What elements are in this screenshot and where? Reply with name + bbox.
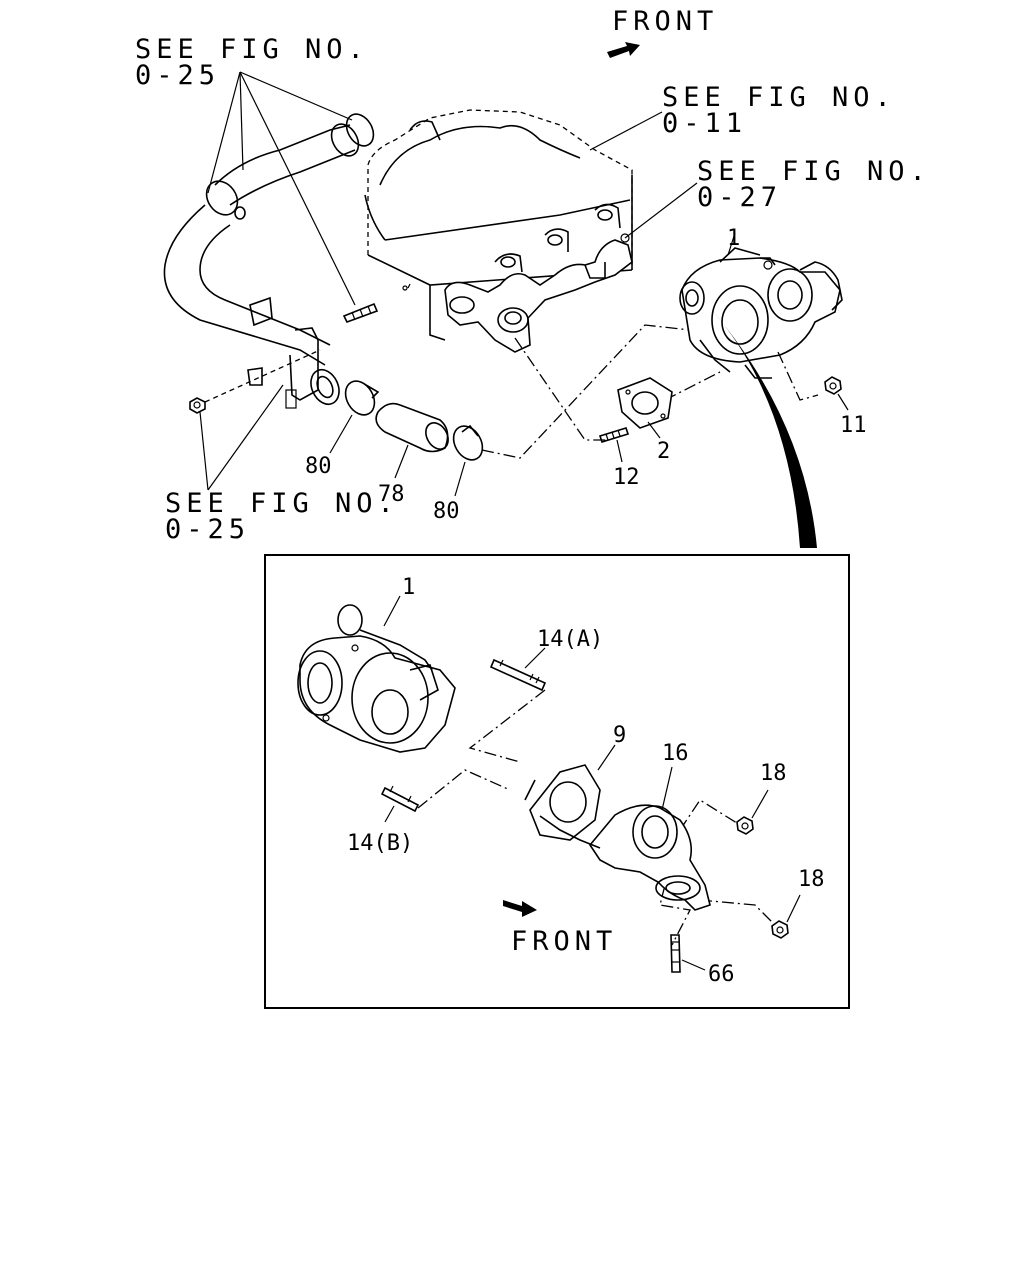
ref-fig-0-11: SEE FIG NO. 0-11 xyxy=(662,82,896,139)
connector-nut-11 xyxy=(777,351,819,401)
connector-hose-turbo xyxy=(481,324,691,459)
turbocharger-main xyxy=(679,247,843,379)
exhaust-pipe-16 xyxy=(524,766,711,911)
ref-fig-0-11-line2: 0-11 xyxy=(662,108,747,139)
callout-18-lower: 18 xyxy=(798,867,825,892)
leader-78 xyxy=(394,444,409,479)
nut-18-lower xyxy=(771,894,801,939)
stud-14b xyxy=(380,785,420,823)
callout-18-upper: 18 xyxy=(760,761,787,786)
ref-fig-0-25-bottom-line2: 0-25 xyxy=(165,514,250,545)
gasket-9 xyxy=(529,744,616,841)
callout-1-main: 1 xyxy=(727,226,740,251)
callout-11: 11 xyxy=(840,413,867,438)
ref-fig-0-25-bottom: SEE FIG NO. 0-25 xyxy=(165,488,399,545)
ref-fig-0-25-top: SEE FIG NO. 0-25 xyxy=(135,34,369,91)
ref-fig-0-27-line1: SEE FIG NO. xyxy=(697,156,931,187)
vacuum-stud xyxy=(342,302,379,323)
detail-wedge xyxy=(712,310,817,548)
front-arrow-inset-icon xyxy=(503,900,537,917)
clamp-right xyxy=(452,424,484,461)
leader-0-11 xyxy=(589,111,663,151)
leader-80-left xyxy=(329,414,353,454)
clamp-left xyxy=(344,380,380,416)
guide-nut-lower xyxy=(699,899,776,926)
ref-fig-0-25-top-line1: SEE FIG NO. xyxy=(135,34,369,65)
turbocharger-inset xyxy=(297,604,456,753)
detail-inset-frame xyxy=(264,554,850,1009)
leader-1-main xyxy=(727,232,736,256)
front-label-inset: FRONT xyxy=(511,926,617,957)
callout-2: 2 xyxy=(657,439,670,464)
leader-lines-0-25-bottom xyxy=(199,384,284,491)
callout-14b: 14(B) xyxy=(347,831,413,856)
callout-14a: 14(A) xyxy=(537,627,603,652)
callout-1-inset: 1 xyxy=(402,575,415,600)
stud-12 xyxy=(598,427,630,463)
guide-nut-upper xyxy=(679,799,741,831)
ref-fig-0-27: SEE FIG NO. 0-27 xyxy=(697,156,931,213)
ref-fig-0-25-top-line2: 0-25 xyxy=(135,60,220,91)
connector-gasket-turbo xyxy=(664,371,721,401)
nut-11 xyxy=(824,376,849,411)
bolt-left xyxy=(189,349,321,414)
stud-66 xyxy=(670,934,706,973)
leader-lines-0-25-top xyxy=(207,71,356,306)
ref-fig-0-25-bottom-line1: SEE FIG NO. xyxy=(165,488,399,519)
guide-66 xyxy=(659,884,691,946)
connector-stud-12 xyxy=(514,337,608,441)
exhaust-manifold xyxy=(444,203,633,353)
callout-80-right: 80 xyxy=(433,499,460,524)
guide-14b xyxy=(417,769,511,809)
callout-66: 66 xyxy=(708,962,735,987)
front-label-top: FRONT xyxy=(612,6,718,37)
stud-14a xyxy=(489,647,547,692)
intake-pipe xyxy=(163,113,375,409)
nut-18-upper xyxy=(736,789,769,835)
callout-9: 9 xyxy=(613,723,626,748)
gasket-2 xyxy=(617,377,673,439)
front-arrow-icon xyxy=(607,42,640,58)
callout-80-left: 80 xyxy=(305,454,332,479)
guide-14a xyxy=(468,689,546,763)
callout-12: 12 xyxy=(613,465,640,490)
ref-fig-0-11-line1: SEE FIG NO. xyxy=(662,82,896,113)
ref-fig-0-27-line2: 0-27 xyxy=(697,182,782,213)
callout-16: 16 xyxy=(662,741,689,766)
leader-80-right xyxy=(454,461,466,497)
hose-78 xyxy=(375,402,449,453)
leader-0-27 xyxy=(624,182,698,239)
callout-78: 78 xyxy=(378,482,405,507)
leader-1-inset xyxy=(383,595,401,627)
